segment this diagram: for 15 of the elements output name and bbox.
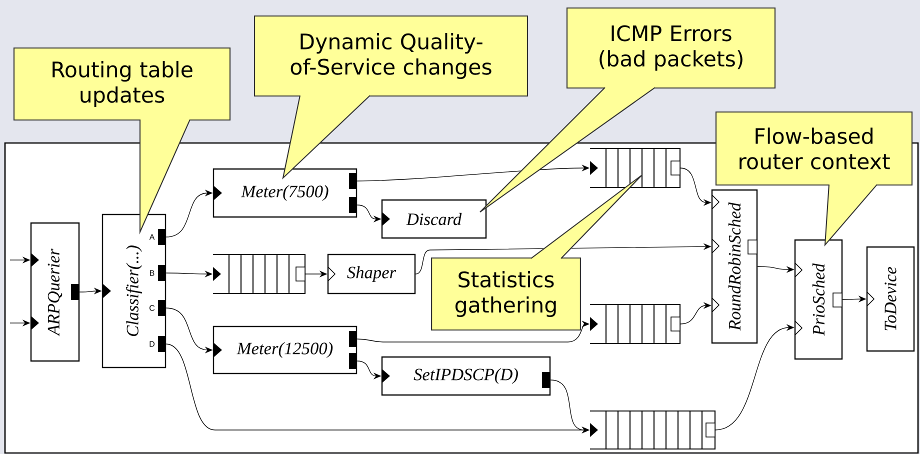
element-box: Discard	[381, 199, 487, 239]
port-label: A	[149, 234, 155, 240]
callout-box: Statistics gathering	[431, 257, 581, 331]
element-box: Meter(12500)	[212, 326, 358, 374]
element-box: ARPQuerier	[30, 222, 80, 362]
element-box: SetIPDSCP(D)	[381, 356, 551, 396]
element-box: PrioSched	[794, 239, 843, 360]
port-label: D	[150, 341, 154, 347]
port-label: B	[150, 270, 154, 276]
element-box: Meter(7500)	[212, 168, 358, 218]
callout-box: ICMP Errors (bad packets)	[566, 7, 776, 89]
port-label: C	[150, 305, 155, 311]
element-box: ToDevice	[866, 246, 915, 352]
element-box: Shaper	[327, 254, 416, 294]
element-box: RoundRobinSched	[711, 189, 758, 344]
